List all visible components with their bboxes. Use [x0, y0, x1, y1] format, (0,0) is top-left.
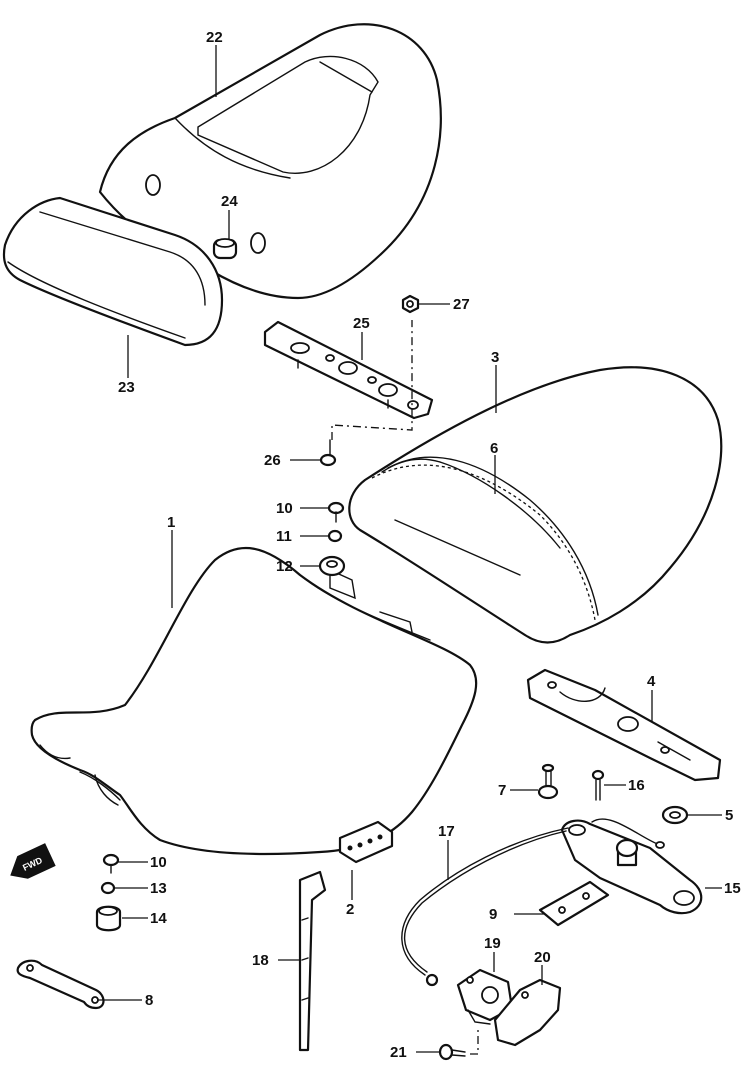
callout-21: 21	[390, 1044, 407, 1061]
part-11-washer	[327, 529, 343, 543]
callout-18: 18	[252, 952, 269, 969]
part-20-lock-bracket	[493, 978, 562, 1047]
callout-5: 5	[725, 807, 733, 824]
part-2-connector	[338, 820, 394, 864]
callout-3: 3	[491, 349, 499, 366]
part-25-bracket-plate	[263, 320, 434, 420]
part-10-screw-lower	[102, 853, 120, 874]
callout-27: 27	[453, 296, 470, 313]
part-18-cable-tie	[298, 870, 327, 1052]
part-21-screw	[438, 1043, 466, 1061]
part-8-bracket-strip	[16, 959, 105, 1010]
callout-6: 6	[490, 440, 498, 457]
callout-23: 23	[118, 379, 135, 396]
part-16-screw	[591, 769, 605, 801]
part-26-bolt	[319, 439, 337, 467]
callout-26: 26	[264, 452, 281, 469]
leader-lines	[98, 45, 722, 1053]
callout-11: 11	[276, 528, 292, 545]
callout-15: 15	[724, 880, 741, 897]
part-24-grommet	[212, 238, 238, 260]
callout-2: 2	[346, 901, 354, 918]
callout-10-lower: 10	[150, 854, 167, 871]
callout-19: 19	[484, 935, 501, 952]
part-3-rear-seat	[348, 366, 723, 644]
part-17-cable	[401, 827, 569, 987]
callout-24: 24	[221, 193, 238, 210]
part-10-screw-upper	[327, 501, 345, 523]
callout-16: 16	[628, 777, 645, 794]
callout-7: 7	[498, 782, 506, 799]
part-13-washer	[100, 881, 116, 895]
part-9-plate	[538, 880, 610, 927]
part-7-bolt	[537, 763, 559, 800]
callout-8: 8	[145, 992, 153, 1009]
callout-4: 4	[647, 673, 656, 690]
callout-20: 20	[534, 949, 551, 966]
part-23-tail-pad	[2, 196, 224, 347]
part-4-rear-bracket	[526, 668, 722, 782]
callout-17: 17	[438, 823, 455, 840]
part-27-nut	[401, 294, 420, 314]
callout-25: 25	[353, 315, 370, 332]
part-12-cushion	[318, 555, 346, 577]
guide-line-26	[331, 320, 413, 440]
callout-12: 12	[276, 558, 293, 575]
callout-22: 22	[206, 29, 223, 46]
guide-line-21	[470, 1030, 479, 1055]
callout-labels: 22 24 23 25 27 3 6 26 10 11 12 1 4 7 16 …	[118, 29, 741, 1061]
callout-14: 14	[150, 910, 167, 927]
callout-9: 9	[489, 906, 497, 923]
callout-10-upper: 10	[276, 500, 293, 517]
part-14-spacer	[95, 905, 122, 932]
callout-13: 13	[150, 880, 167, 897]
callout-1: 1	[167, 514, 175, 531]
part-5-lock-washer	[661, 805, 689, 825]
part-1-front-seat	[30, 546, 478, 856]
fwd-arrow-icon: FWD	[10, 843, 56, 879]
part-15-seat-lock	[560, 818, 703, 915]
